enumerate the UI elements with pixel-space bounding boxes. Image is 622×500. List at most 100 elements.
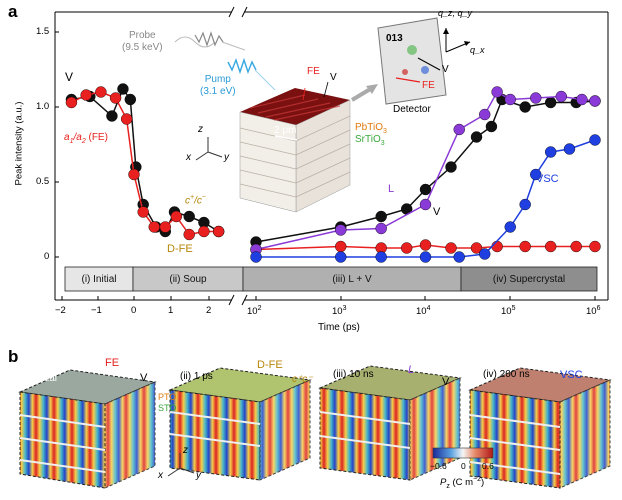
data-point [589, 134, 601, 146]
data-point [570, 240, 582, 253]
xyz-axes-b [167, 453, 195, 477]
data-point [109, 92, 122, 104]
panel-a-letter: a [8, 2, 18, 21]
axis-x-b: x [158, 470, 163, 481]
data-point [159, 221, 171, 233]
axes-frame [54, 11, 609, 301]
cube-tag-sto: STO [158, 403, 177, 413]
sto-label: SrTiO3 [355, 134, 385, 147]
cube-tag-vsc: VSC [560, 369, 583, 381]
data-point [419, 239, 432, 251]
data-point [212, 225, 225, 238]
data-point [555, 90, 567, 103]
data-point [80, 89, 92, 101]
data-point [120, 113, 133, 125]
data-point [137, 206, 149, 218]
curve-label-vsc: VSC [536, 173, 559, 185]
data-point [445, 242, 457, 254]
x-tick-1e3: 103 [332, 305, 347, 318]
data-point [375, 251, 387, 263]
cube-1ps [168, 367, 312, 481]
phase-supercrystal: (iv) Supercrystal [492, 273, 566, 285]
data-point [453, 123, 465, 136]
cbar-tick-neg: −0.6 [430, 461, 447, 471]
data-point [335, 251, 347, 263]
data-point [504, 93, 516, 106]
detector-label: Detector [393, 104, 431, 115]
cbar-tick-pos: 0.6 [482, 461, 494, 471]
axis-x-a: x [186, 152, 191, 163]
data-point [400, 242, 413, 254]
data-point [544, 240, 557, 253]
data-point [470, 242, 483, 254]
cbar-label: Pz (C m−2) [440, 476, 485, 491]
data-point [335, 224, 347, 236]
y-tick-1.5: 1.5 [36, 26, 50, 37]
x-tick-1e5: 105 [501, 305, 516, 318]
data-point [124, 93, 137, 106]
cube-tag-v: V [140, 372, 148, 384]
cube-tag-dfe: D-FE [257, 359, 283, 371]
cube-tag-l: L [408, 364, 415, 376]
y-tick-0: 0 [44, 251, 50, 262]
sample-block [239, 88, 351, 213]
curve-label-cplus: c+/c− [185, 194, 206, 207]
detector-v-label: V [442, 64, 449, 75]
colorbar [432, 447, 494, 459]
data-point [375, 210, 387, 223]
x-axis-title: Time (ps) [318, 322, 360, 333]
detector-peak-label: 013 [386, 33, 403, 44]
data-point [375, 222, 387, 235]
x-tick-1: 1 [168, 305, 174, 316]
data-point [544, 146, 557, 158]
data-point [519, 198, 531, 211]
sample-fe-label: FE [307, 66, 320, 77]
data-point [419, 183, 432, 196]
axis-break-top [228, 6, 248, 18]
x-tick-neg1: −1 [91, 305, 102, 316]
data-point [563, 143, 576, 155]
cube-tag-cplus: c⁺c⁻ [292, 374, 313, 385]
series-a1-a2-fe- [65, 86, 601, 256]
cbar-tick-0: 0 [461, 461, 466, 471]
phase-soup: (ii) Soup [169, 273, 207, 285]
axis-y-a: y [224, 152, 229, 163]
data-point [419, 198, 432, 211]
cube-tag-fe: FE [105, 357, 120, 369]
pto-label: PbTiO3 [355, 122, 387, 135]
detector-panel [377, 17, 471, 105]
cube-tag-pto: PTO [158, 392, 177, 402]
data-point [335, 240, 347, 253]
data-point [65, 96, 78, 109]
panel-b-letter: b [8, 347, 19, 366]
data-point [250, 251, 262, 263]
data-point [519, 101, 531, 113]
x-tick-1e4: 104 [416, 305, 431, 318]
cube-label-1ps: (ii) 1 ps [180, 371, 213, 382]
data-point [530, 168, 542, 181]
xyz-axes-a [195, 137, 223, 161]
axis-z-b: z [183, 445, 188, 456]
series-l [250, 86, 601, 256]
cube-tag-v-iii: V [442, 376, 450, 388]
y-tick-1.0: 1.0 [36, 101, 50, 112]
data-point [95, 86, 107, 98]
data-point [589, 95, 601, 107]
detector-axis-qx: q_x [470, 45, 485, 55]
data-point [544, 96, 557, 109]
pump-label: Pump (3.1 eV) [200, 74, 236, 97]
data-point [183, 228, 195, 241]
series-vsc [250, 134, 601, 263]
detector-fe-label: FE [422, 80, 435, 91]
x-tick-2: 2 [206, 305, 212, 316]
phase-lv: (iii) L + V [332, 273, 372, 285]
data-point [183, 210, 195, 223]
data-point [445, 161, 457, 173]
data-point [479, 248, 491, 260]
data-point [470, 131, 483, 143]
data-point [453, 251, 465, 263]
data-point [576, 93, 588, 106]
cube-label-initial: (i) Initial [22, 373, 58, 384]
panel-b-cubes [18, 365, 612, 489]
